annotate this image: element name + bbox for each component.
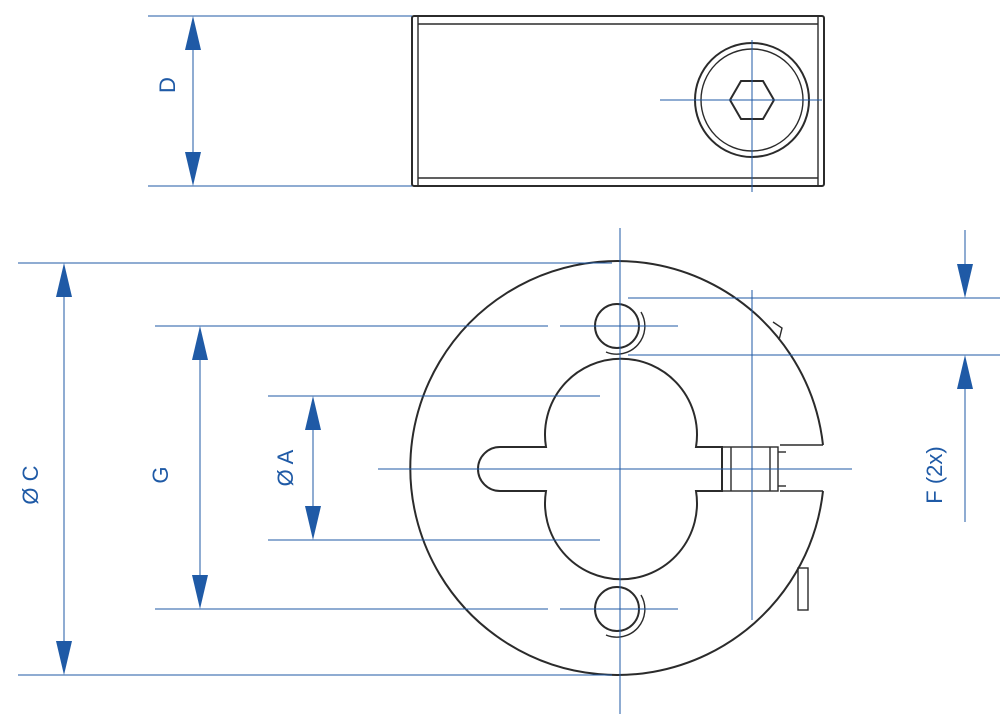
arrow-up-icon (185, 16, 201, 50)
arrow-up-icon (56, 263, 72, 297)
arrow-down-icon (185, 152, 201, 186)
top-view-body (411, 15, 825, 187)
label-g: G (148, 466, 173, 483)
top-view (411, 15, 825, 192)
label-d: D (155, 77, 180, 93)
dimension-g: G (148, 325, 548, 610)
arrow-down-icon (192, 575, 208, 609)
dimension-a: Ø A (268, 395, 600, 541)
dimension-f: F (2x) (628, 230, 1000, 522)
collar-outline (409, 260, 824, 676)
label-f: F (2x) (922, 446, 947, 503)
dimension-d: D (148, 15, 412, 187)
arrow-up-icon (192, 326, 208, 360)
arrow-down-icon (56, 641, 72, 675)
arrow-down-icon (957, 264, 973, 298)
arrow-up-icon (957, 355, 973, 389)
bore-and-slot (477, 357, 723, 581)
dimension-c: Ø C (18, 262, 612, 676)
arrow-up-icon (305, 396, 321, 430)
arrow-down-icon (305, 506, 321, 540)
label-c: Ø C (18, 465, 43, 504)
front-view (378, 228, 852, 714)
label-a: Ø A (273, 449, 298, 486)
